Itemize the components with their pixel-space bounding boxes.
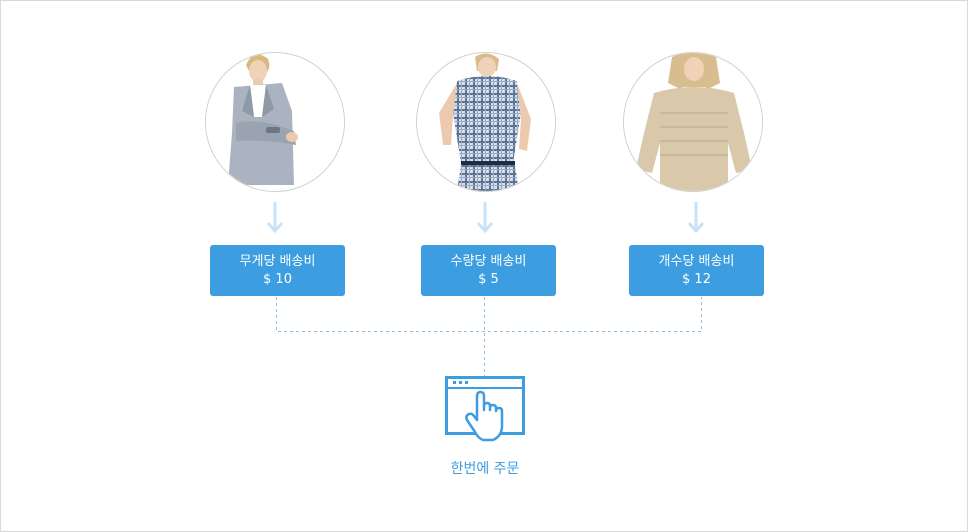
browser-hand-click-icon bbox=[445, 376, 525, 442]
down-arrow-icon bbox=[267, 202, 283, 234]
woman-beige-sweater-photo bbox=[623, 52, 763, 192]
shipping-fee-box-quantity: 수량당 배송비 $ 5 bbox=[421, 245, 556, 296]
shipping-fee-price: $ 12 bbox=[682, 272, 711, 287]
shipping-fee-box-weight: 무게당 배송비 $ 10 bbox=[210, 245, 345, 296]
woman-grey-blazer-photo bbox=[205, 52, 345, 192]
shipping-fee-price: $ 10 bbox=[263, 272, 292, 287]
order-caption: 한번에 주문 bbox=[450, 461, 520, 477]
shipping-fee-box-count: 개수당 배송비 $ 12 bbox=[629, 245, 764, 296]
shipping-fee-price: $ 5 bbox=[478, 272, 499, 287]
shipping-fee-label: 개수당 배송비 bbox=[658, 254, 735, 269]
woman-plaid-dress-photo bbox=[416, 52, 556, 192]
shipping-fee-label: 무게당 배송비 bbox=[239, 254, 316, 269]
shipping-fee-label: 수량당 배송비 bbox=[450, 254, 527, 269]
down-arrow-icon bbox=[477, 202, 493, 234]
down-arrow-icon bbox=[688, 202, 704, 234]
